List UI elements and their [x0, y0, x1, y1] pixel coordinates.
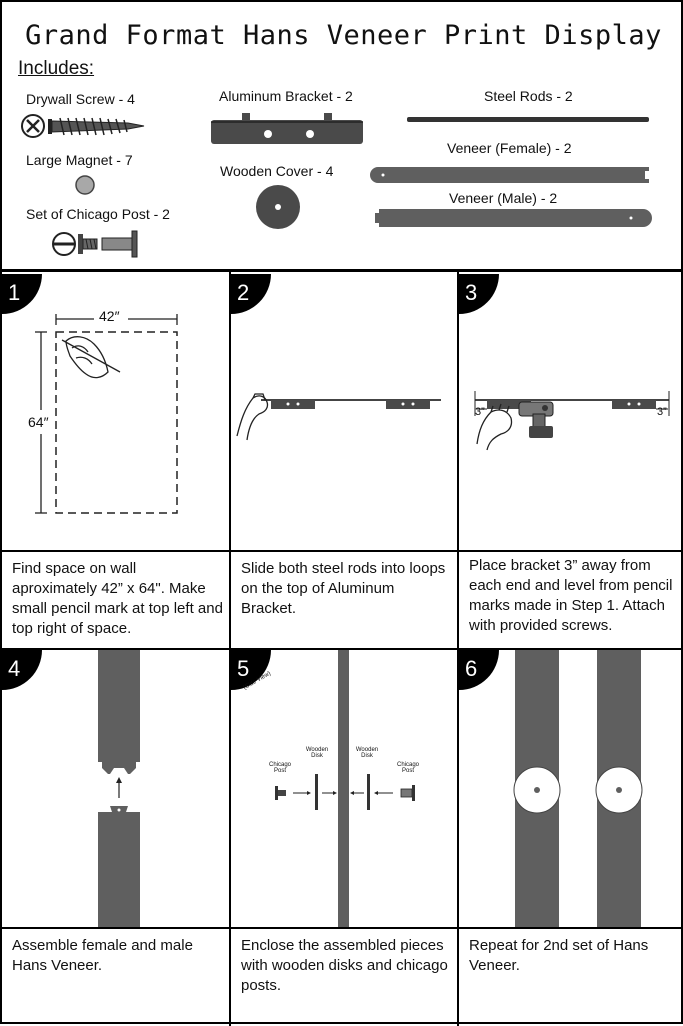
step-2-caption: Slide both steel rods into loops on the … — [241, 560, 446, 617]
parts-header: Grand Format Hans Veneer Print Display I… — [2, 2, 683, 272]
drill-icon — [518, 401, 554, 438]
label-wooden-disk-left: Wooden Disk — [305, 747, 329, 759]
step-3-caption: Place bracket 3” away from each end and … — [469, 557, 673, 634]
step-6-caption: Repeat for 2nd set of Hans Veneer. — [469, 937, 649, 974]
page-title: Grand Format Hans Veneer Print Display — [25, 20, 662, 51]
aluminum-bracket-icon — [211, 113, 363, 144]
chicago-post-right-icon — [400, 785, 415, 801]
veneer-male-piece — [98, 806, 140, 927]
grid-divider — [2, 550, 683, 552]
dimension-width-label: 42″ — [99, 308, 120, 324]
grid-divider — [2, 648, 683, 650]
part-label-veneer-male: Veneer (Male) - 2 — [449, 190, 558, 206]
part-label-veneer-female: Veneer (Female) - 2 — [447, 140, 572, 156]
step-6-illustration — [513, 650, 643, 927]
step-5-caption: Enclose the assembled pieces with wooden… — [241, 937, 448, 994]
chicago-post-icon — [52, 230, 138, 258]
hand-with-pencil-icon — [61, 336, 121, 379]
grid-divider — [2, 927, 683, 929]
veneer-male-icon — [375, 209, 652, 227]
step-4-illustration — [98, 650, 140, 927]
parts-illustrations — [21, 113, 652, 258]
part-label-wooden-cover: Wooden Cover - 4 — [220, 163, 334, 179]
wooden-disk-left-icon — [315, 774, 318, 810]
label-chicago-post-right: Chicago Post — [396, 762, 419, 774]
step-number-badge: 6 — [459, 650, 499, 690]
part-label-aluminum-bracket: Aluminum Bracket - 2 — [219, 88, 353, 104]
hand-icon — [236, 393, 269, 441]
step-4-caption: Assemble female and male Hans Veneer. — [12, 937, 193, 974]
wooden-disk-left-icon — [513, 766, 561, 814]
offset-right-label: 3” — [657, 406, 667, 418]
wooden-cover-icon — [256, 185, 300, 229]
step-5-illustration — [275, 650, 415, 927]
part-label-magnet: Large Magnet - 7 — [26, 152, 133, 168]
hand-icon — [476, 403, 513, 451]
offset-left-label: 3” — [475, 406, 485, 418]
step-2-illustration — [236, 393, 441, 441]
veneer-female-piece — [98, 650, 140, 774]
step-3-illustration — [474, 391, 670, 451]
wooden-disk-right-icon — [367, 774, 370, 810]
label-chicago-post-left: Chicago Post — [268, 762, 291, 774]
part-label-chicago-post: Set of Chicago Post - 2 — [26, 206, 170, 222]
step-1-illustration — [35, 314, 178, 514]
dimension-height-label: 64″ — [28, 414, 49, 430]
drywall-screw-icon — [21, 114, 145, 138]
steel-rod-icon — [407, 117, 649, 122]
step-1-caption: Find space on wall aproximately 42” x 64… — [12, 560, 223, 637]
label-wooden-disk-right: Wooden Disk — [355, 747, 379, 759]
part-label-steel-rods: Steel Rods - 2 — [484, 88, 573, 104]
chicago-post-left-icon — [275, 786, 286, 800]
includes-label: Includes: — [18, 58, 95, 79]
part-label-drywall-screw: Drywall Screw - 4 — [26, 91, 135, 107]
magnet-icon — [75, 175, 95, 195]
veneer-female-icon — [370, 167, 649, 183]
wooden-disk-right-icon — [595, 766, 643, 814]
